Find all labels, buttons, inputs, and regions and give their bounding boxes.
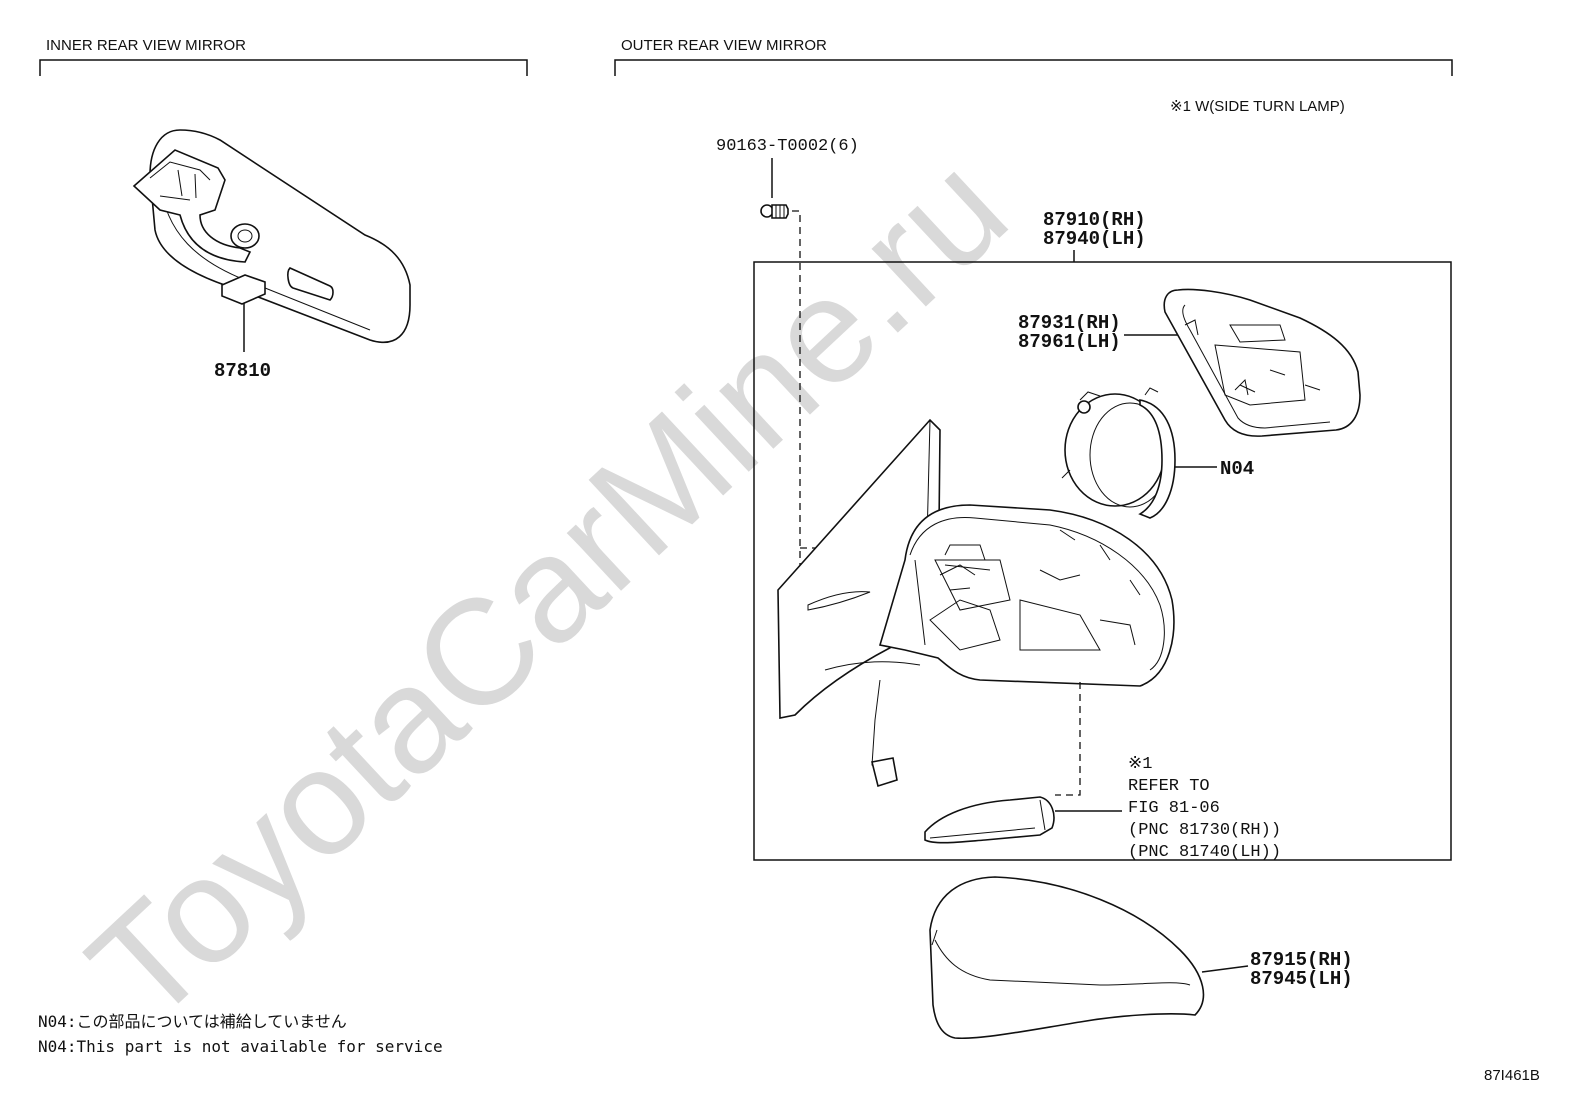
refer-line2: FIG 81-06 — [1128, 799, 1220, 818]
assy-lh-label: 87940(LH) — [1043, 228, 1146, 250]
glass-lh-label: 87961(LH) — [1018, 331, 1121, 353]
mirror-cover-illustration — [929, 876, 1205, 1040]
refer-line1: REFER TO — [1128, 777, 1210, 796]
glass-rh-label: 87931(RH) — [1018, 312, 1121, 334]
outer-section-title: OUTER REAR VIEW MIRROR — [621, 37, 827, 54]
turn-lamp-dashed-path — [1055, 682, 1081, 796]
assy-rh-label: 87910(RH) — [1043, 209, 1146, 231]
cover-leader — [1201, 965, 1249, 973]
actuator-n04-illustration — [1061, 387, 1176, 519]
refer-mark: ※1 — [1128, 755, 1152, 774]
inner-mirror-illustration — [132, 129, 411, 344]
refer-line3: (PNC 81730(RH)) — [1128, 821, 1281, 840]
note-japanese: N04:この部品については補給していません — [38, 1012, 347, 1031]
side-turn-lamp-illustration — [924, 796, 1055, 844]
mirror-glass-illustration — [1163, 288, 1361, 437]
part-87810-label: 87810 — [214, 360, 271, 382]
cover-lh-label: 87945(LH) — [1250, 968, 1353, 990]
mirror-housing-illustration — [777, 418, 1175, 788]
inner-section-bracket — [39, 59, 528, 76]
n04-label: N04 — [1220, 458, 1254, 480]
screw-part-label: 90163-T0002(6) — [716, 137, 859, 156]
inner-section-title: INNER REAR VIEW MIRROR — [46, 37, 246, 54]
screw-icon — [760, 204, 789, 219]
cover-rh-label: 87915(RH) — [1250, 949, 1353, 971]
refer-line4: (PNC 81740(LH)) — [1128, 843, 1281, 862]
screw-dashed-path — [792, 210, 940, 649]
figure-id: 87I461B — [1484, 1067, 1540, 1084]
outer-section-bracket — [614, 59, 1453, 76]
assembly-box — [753, 261, 1452, 861]
footnote-header: ※1 W(SIDE TURN LAMP) — [1170, 98, 1345, 115]
note-english: N04:This part is not available for servi… — [38, 1037, 443, 1056]
